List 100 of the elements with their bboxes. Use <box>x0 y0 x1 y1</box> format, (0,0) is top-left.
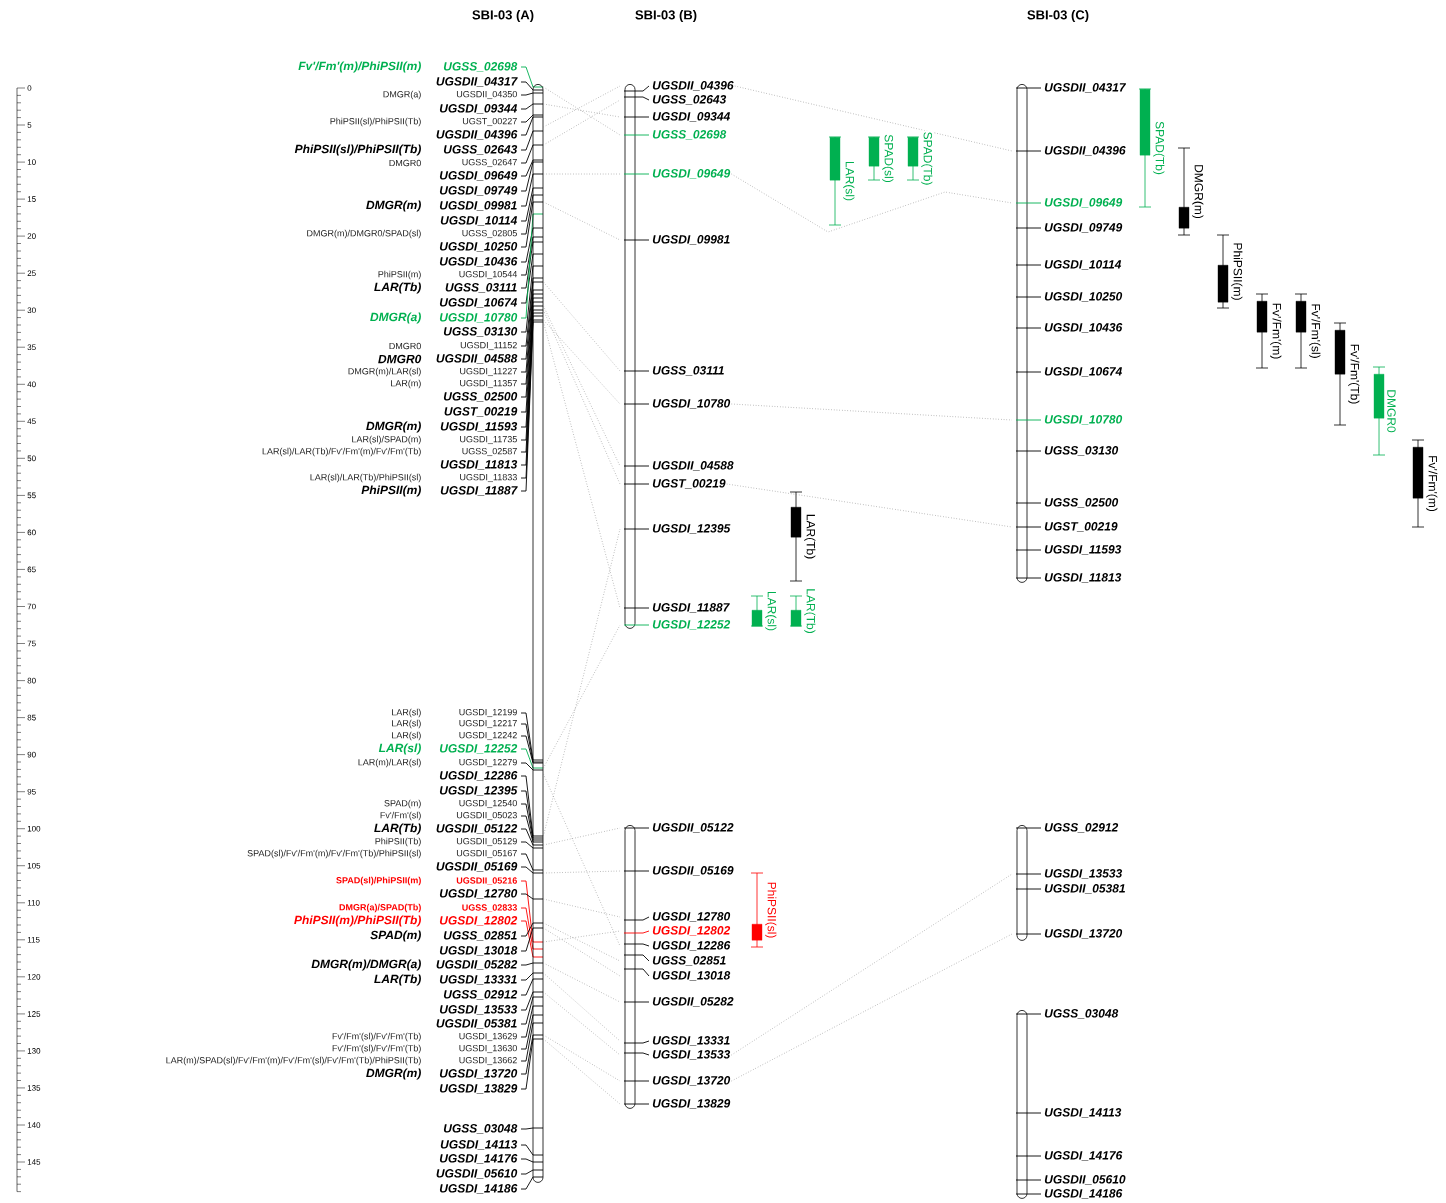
marker-label: UGSDI_13331 <box>439 975 517 985</box>
marker-label: UGSDII_05282 <box>436 960 518 970</box>
qtl-bar <box>867 136 881 181</box>
qtl-label: DMGR(m) <box>1191 163 1205 220</box>
trait-label: PhiPSII(Tb) <box>375 837 421 847</box>
axis-label: 35 <box>27 344 36 351</box>
axis-label: 75 <box>27 640 36 647</box>
marker-label: UGSDI_12802 <box>652 926 731 936</box>
trait-label: PhiPSII(m) <box>361 485 421 497</box>
trait-label: LAR(m)/SPAD(sl)/Fv'/Fm'(m)/Fv'/Fm'(sl)/Fv'/Fm'(Tb)/PhiPSII(Tb) <box>166 1056 421 1066</box>
marker-label: UGSS_02698 <box>443 62 518 72</box>
marker-label: UGSS_02833 <box>462 904 517 912</box>
qtl-bar <box>1411 439 1425 528</box>
marker-label: UGSDI_11887 <box>440 486 518 496</box>
connector-line <box>543 972 621 1042</box>
marker-label: UGSDII_04350 <box>456 90 517 100</box>
axis-label: 125 <box>27 1011 41 1017</box>
qtl-label: SPAD(Tb) <box>920 130 934 187</box>
trait-label: PhiPSII(m)/PhiPSII(Tb) <box>294 915 421 927</box>
marker-label: UGST_00219 <box>652 479 726 489</box>
connector-line <box>731 173 1013 233</box>
marker-label: UGSDII_05381 <box>436 1019 517 1029</box>
marker-label: UGSDI_09649 <box>439 171 518 181</box>
connector-line <box>543 1034 621 1082</box>
marker-label: UGSS_03048 <box>443 1124 518 1134</box>
marker-label: UGSDI_11152 <box>460 341 517 351</box>
trait-label: LAR(m)/LAR(sl) <box>358 758 421 768</box>
trait-label: DMGR0 <box>389 159 421 167</box>
connector-line <box>543 624 621 769</box>
marker-label: UGSDI_09344 <box>652 112 731 122</box>
connector-line <box>731 933 1013 1082</box>
connector-line <box>543 991 621 1056</box>
marker-label: UGSDI_10780 <box>439 313 518 323</box>
trait-label: Fv'/Fm'(sl) <box>380 811 421 821</box>
chromosome-title: SBI-03 (A) <box>472 9 534 23</box>
marker-label: UGSDI_10114 <box>1044 260 1122 270</box>
marker-label: UGSS_02500 <box>443 392 518 402</box>
marker-label: UGSDI_13829 <box>439 1084 518 1094</box>
connector-line <box>726 483 1013 528</box>
trait-label: DMGR(m) <box>366 421 421 433</box>
axis-label: 115 <box>27 937 40 943</box>
connector-line <box>543 528 621 837</box>
marker-label: UGSDI_10250 <box>439 242 518 252</box>
chromosome-bar <box>1016 1010 1028 1199</box>
trait-label: LAR(m) <box>391 379 421 389</box>
connector-line <box>543 898 621 918</box>
trait-label: PhiPSII(sl)/PhiPSII(Tb) <box>330 117 421 127</box>
trait-label: LAR(Tb) <box>374 974 421 986</box>
axis-label: 30 <box>27 307 36 314</box>
qtl-label: PhiPSII(sl) <box>764 880 778 940</box>
qtl-label: LAR(sl) <box>764 590 778 632</box>
marker-label: UGSDII_05169 <box>652 866 734 876</box>
axis-label: 20 <box>27 233 36 239</box>
connector-line <box>543 86 621 136</box>
marker-label: UGSDII_04588 <box>436 354 518 364</box>
axis-label: 130 <box>27 1048 41 1054</box>
marker-label: UGSDI_12395 <box>439 786 518 796</box>
axis-label: 25 <box>27 270 36 277</box>
marker-label: UGSDII_04317 <box>1044 83 1127 93</box>
axis-label: 135 <box>27 1085 41 1091</box>
marker-label: UGSDI_13720 <box>1044 929 1123 939</box>
trait-label: PhiPSII(m) <box>378 270 421 280</box>
trait-label: Fv'/Fm'(m)/PhiPSII(m) <box>298 61 421 73</box>
connector-line <box>543 773 621 947</box>
marker-label: UGSDI_11357 <box>460 379 517 389</box>
marker-label: UGSS_02851 <box>652 956 726 966</box>
qtl-label: SPAD(sl) <box>881 133 895 184</box>
marker-label: UGSDI_09749 <box>439 186 518 196</box>
marker-label: UGSS_03111 <box>652 366 724 376</box>
qtl-bar <box>1138 88 1152 208</box>
marker-label: UGSDI_14186 <box>1044 1189 1123 1199</box>
marker-label: UGSDI_14176 <box>439 1154 518 1164</box>
axis-label: 5 <box>27 122 32 128</box>
axis-label: 50 <box>27 455 36 462</box>
connector-line <box>543 930 621 943</box>
marker-label: UGSDI_12780 <box>439 889 518 899</box>
axis-label: 120 <box>27 974 41 980</box>
axis-label: 105 <box>27 862 41 869</box>
marker-label: UGSDI_09981 <box>439 201 517 211</box>
marker-label: UGSDI_10436 <box>1044 323 1123 333</box>
marker-label: UGSDI_13829 <box>652 1099 731 1109</box>
axis-label: 10 <box>27 159 36 165</box>
trait-label: LAR(sl) <box>392 708 421 718</box>
marker-label: UGSDI_13720 <box>439 1069 518 1079</box>
marker-label: UGSS_03111 <box>445 283 517 293</box>
marker-label: UGSS_02500 <box>1044 498 1119 508</box>
marker-label: UGSDI_13533 <box>652 1050 731 1060</box>
connector-line <box>543 85 621 128</box>
axis-label: 110 <box>27 900 40 906</box>
qtl-bar <box>750 595 764 627</box>
marker-label: UGSDI_12286 <box>439 771 518 781</box>
marker-label: UGSDII_05216 <box>456 877 517 885</box>
axis-label: 0 <box>27 85 32 91</box>
trait-label: SPAD(sl)/Fv'/Fm'(m)/Fv'/Fm'(Tb)/PhiPSII(sl) <box>247 849 421 859</box>
marker-label: UGSDI_10436 <box>439 257 518 267</box>
marker-label: UGSDI_13662 <box>459 1056 517 1066</box>
qtl-bar <box>789 595 803 627</box>
marker-label: UGSDII_05023 <box>456 811 517 821</box>
qtl-label: DMGR0 <box>1386 388 1397 434</box>
marker-label: UGSDI_09749 <box>1044 223 1123 233</box>
